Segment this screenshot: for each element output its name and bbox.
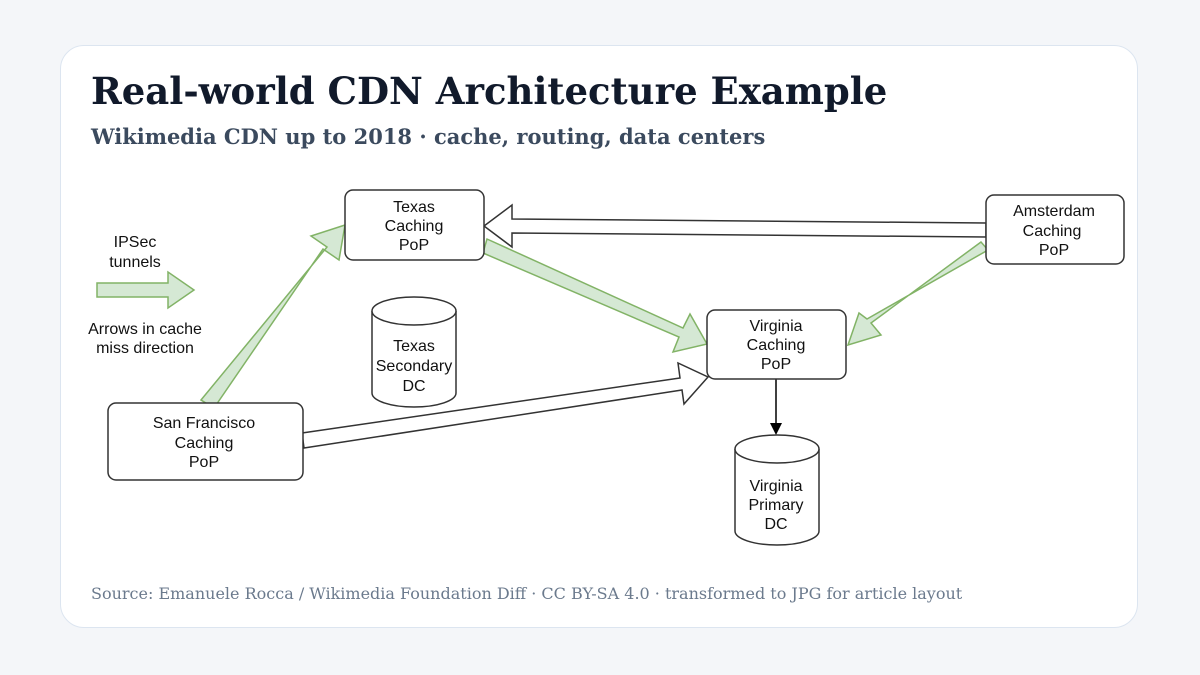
arrow-sf-to-virginia: [301, 361, 710, 449]
node-virginia-dc-line1: Virginia: [749, 478, 802, 495]
node-sf-pop-line2: Caching: [175, 435, 234, 452]
legend-miss-line2: miss direction: [96, 340, 194, 357]
legend-ipsec-line2: tunnels: [109, 254, 161, 271]
node-texas-dc-line3: DC: [402, 378, 425, 395]
arrow-texas-to-virginia: [482, 237, 709, 354]
node-virginia-dc-line2: Primary: [748, 497, 803, 514]
page-subtitle: Wikimedia CDN up to 2018 · cache, routin…: [91, 124, 766, 149]
arrow-sf-to-texas: [199, 223, 346, 410]
node-virginia-primary-dc: Virginia Primary DC: [734, 434, 820, 546]
arrow-amsterdam-to-virginia: [846, 240, 990, 347]
node-texas-caching-pop: Texas Caching PoP: [344, 189, 485, 261]
node-texas-secondary-dc: Texas Secondary DC: [371, 296, 457, 408]
node-texas-pop-line1: Texas: [393, 199, 435, 216]
node-amsterdam-pop-line1: Amsterdam: [1013, 203, 1095, 220]
legend-miss-line1: Arrows in cache: [88, 321, 202, 338]
node-virginia-pop-line1: Virginia: [749, 318, 802, 335]
content-card: [60, 45, 1138, 628]
node-virginia-dc-line3: DC: [764, 516, 787, 533]
node-texas-dc-line2: Secondary: [376, 358, 453, 375]
node-virginia-pop-line2: Caching: [747, 337, 806, 354]
node-sf-pop-line3: PoP: [189, 454, 219, 471]
legend-ipsec-line1: IPSec: [114, 234, 157, 251]
node-sf-pop-line1: San Francisco: [153, 415, 255, 432]
node-amsterdam-pop-line2: Caching: [1023, 223, 1082, 240]
node-texas-pop-line2: Caching: [385, 218, 444, 235]
arrow-virginia-to-dc: [770, 379, 782, 435]
node-virginia-caching-pop: Virginia Caching PoP: [706, 309, 847, 380]
page-title: Real-world CDN Architecture Example: [91, 69, 888, 113]
legend-ipsec-arrow: [96, 270, 196, 310]
arrow-amsterdam-to-texas: [482, 203, 987, 249]
node-texas-pop-line3: PoP: [399, 237, 429, 254]
node-amsterdam-caching-pop: Amsterdam Caching PoP: [985, 194, 1125, 265]
source-caption: Source: Emanuele Rocca / Wikimedia Found…: [91, 584, 963, 603]
node-texas-dc-line1: Texas: [393, 338, 435, 355]
node-sf-caching-pop: San Francisco Caching PoP: [107, 402, 304, 481]
node-virginia-pop-line3: PoP: [761, 356, 791, 373]
node-amsterdam-pop-line3: PoP: [1039, 242, 1069, 259]
legend: IPSec tunnels Arrows in cache miss direc…: [88, 234, 202, 357]
